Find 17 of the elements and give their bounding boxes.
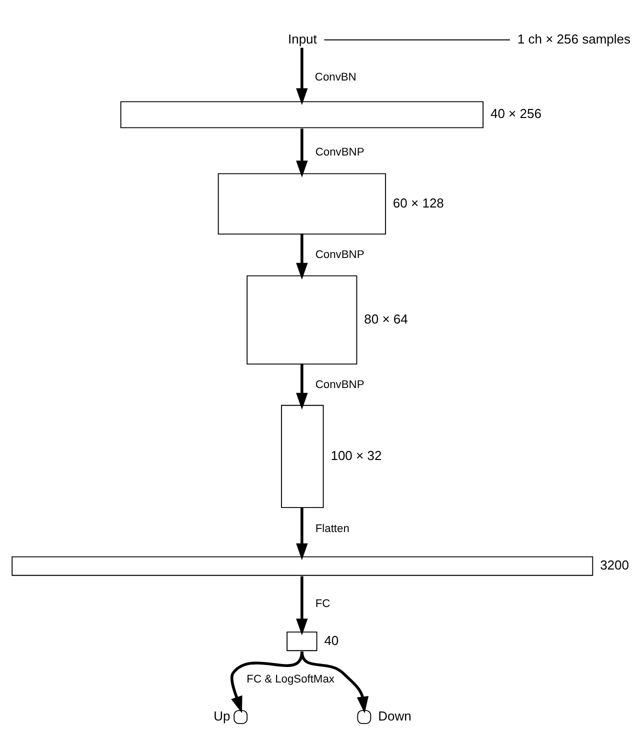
edge-label: ConvBN bbox=[314, 71, 356, 84]
edge-label: ConvBNP bbox=[315, 248, 364, 261]
edge-label: FC bbox=[315, 598, 330, 610]
node-label: 3200 bbox=[600, 558, 630, 573]
edge-label: ConvBNP bbox=[315, 378, 364, 391]
node-label: Up bbox=[214, 708, 230, 724]
node-label: 1 ch × 256 samples bbox=[517, 31, 631, 46]
edge-label: ConvBNP bbox=[315, 146, 364, 159]
node-label: 40 × 256 bbox=[490, 106, 542, 122]
node-label: 40 bbox=[324, 632, 339, 648]
node-label: 80 × 64 bbox=[364, 311, 408, 326]
node-label: 100 × 32 bbox=[330, 448, 382, 463]
node-label: Down bbox=[378, 708, 412, 724]
edge-label: Flatten bbox=[315, 522, 350, 535]
edge-label: FC & LogSoftMax bbox=[246, 673, 334, 686]
node-label: 60 × 128 bbox=[392, 195, 444, 210]
node-label: Input bbox=[288, 31, 317, 46]
